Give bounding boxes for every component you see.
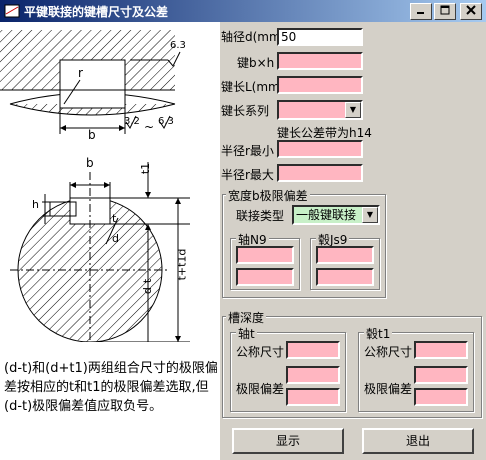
key-bh-input[interactable] bbox=[277, 52, 363, 70]
roughness-label-3: 6.3 bbox=[158, 116, 174, 127]
hub-js9-upper-input[interactable] bbox=[316, 246, 374, 264]
roughness-label-2: 3.2 bbox=[124, 116, 140, 127]
shaft-t-nominal-input[interactable] bbox=[286, 341, 340, 359]
label-b-top: b bbox=[88, 128, 96, 142]
label-d-t: d-t bbox=[141, 278, 155, 295]
shaft-t-group bbox=[230, 332, 346, 412]
width-group-title: 宽度b极限偏差 bbox=[226, 187, 310, 204]
connection-type-value: 一般键联接 bbox=[296, 208, 357, 222]
minimize-icon bbox=[417, 12, 424, 14]
shaft-n9-lower-input[interactable] bbox=[236, 268, 294, 286]
window-title: 平键联接的键槽尺寸及公差 bbox=[24, 4, 169, 19]
connection-type-select[interactable]: 一般键联接 ▼ bbox=[292, 205, 380, 225]
hub-t1-upper-input[interactable] bbox=[414, 366, 468, 384]
key-length-input[interactable] bbox=[277, 76, 363, 94]
depth-group-title: 槽深度 bbox=[226, 309, 267, 326]
maximize-button[interactable] bbox=[434, 3, 456, 20]
key-length-tolerance-note: 键长公差带为h14 bbox=[277, 126, 372, 140]
hub-js9-title: 毂Js9 bbox=[316, 231, 350, 248]
exit-button[interactable]: 退出 bbox=[362, 428, 474, 454]
key-bh-label: 键b×h bbox=[237, 56, 275, 70]
minimize-button[interactable] bbox=[410, 3, 432, 20]
keyway-drawing: r 6.3 b 3.2 ~ 6.3 b t1 h t d t+t1d d-t (… bbox=[0, 22, 220, 460]
rmax-label: 半径r最大 bbox=[221, 168, 274, 182]
label-t-t1-d: t+t1d bbox=[175, 248, 189, 281]
close-icon bbox=[466, 5, 476, 15]
key-series-label: 键长系列 bbox=[221, 104, 270, 118]
chevron-down-icon[interactable]: ▼ bbox=[345, 102, 361, 118]
hub-t1-group bbox=[358, 332, 474, 412]
tolerance-note-text: (d-t)和(d+t1)两组组合尺寸的极限偏差按相应的t和t1的极限偏差选取,但… bbox=[4, 361, 218, 414]
title-bar: 平键联接的键槽尺寸及公差 bbox=[0, 0, 486, 22]
rmin-label: 半径r最小 bbox=[221, 144, 274, 158]
shaft-diameter-input[interactable]: 50 bbox=[277, 28, 363, 46]
show-button[interactable]: 显示 bbox=[232, 428, 344, 454]
shaft-n9-title: 轴N9 bbox=[236, 231, 269, 248]
hub-nominal-label: 公称尺寸 bbox=[364, 345, 413, 359]
label-h: h bbox=[32, 198, 39, 211]
hub-t1-lower-input[interactable] bbox=[414, 388, 468, 406]
hub-js9-lower-input[interactable] bbox=[316, 268, 374, 286]
key-series-select[interactable]: ▼ bbox=[277, 100, 363, 120]
chevron-down-icon[interactable]: ▼ bbox=[362, 207, 378, 223]
roughness-label-1: 6.3 bbox=[170, 40, 186, 51]
app-icon bbox=[4, 4, 20, 18]
label-d-radius: d bbox=[112, 232, 119, 245]
close-button[interactable] bbox=[460, 3, 482, 20]
key-length-label: 键长L(mm) bbox=[221, 80, 285, 94]
shaft-diameter-label: 轴径d(mm) bbox=[221, 30, 286, 44]
keyway-diagram bbox=[0, 30, 190, 343]
label-t1: t1 bbox=[139, 162, 153, 175]
maximize-icon bbox=[440, 5, 450, 15]
label-r: r bbox=[78, 66, 83, 80]
label-t: t bbox=[112, 212, 117, 225]
hub-t1-nominal-input[interactable] bbox=[414, 341, 468, 359]
label-b-mid: b bbox=[86, 156, 94, 170]
tilde-label: ~ bbox=[144, 120, 155, 134]
connection-type-label: 联接类型 bbox=[236, 209, 285, 223]
shaft-deviation-label: 极限偏差 bbox=[236, 382, 285, 396]
hub-deviation-label: 极限偏差 bbox=[364, 382, 413, 396]
shaft-t-lower-input[interactable] bbox=[286, 388, 340, 406]
rmax-input[interactable] bbox=[277, 164, 363, 182]
depth-group bbox=[222, 316, 482, 418]
shaft-nominal-label: 公称尺寸 bbox=[236, 345, 285, 359]
hub-t1-title: 毂t1 bbox=[364, 325, 393, 342]
rmin-input[interactable] bbox=[277, 140, 363, 158]
shaft-t-title: 轴t bbox=[236, 325, 257, 342]
shaft-t-upper-input[interactable] bbox=[286, 366, 340, 384]
shaft-n9-upper-input[interactable] bbox=[236, 246, 294, 264]
